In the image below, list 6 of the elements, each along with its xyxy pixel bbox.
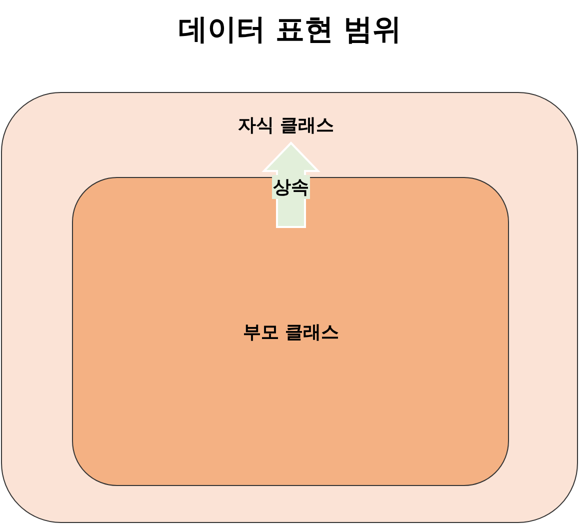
title: 데이터 표현 범위 bbox=[178, 11, 402, 48]
edge-label: 상속 bbox=[272, 175, 310, 199]
box-label: 자식 클래스 bbox=[238, 114, 334, 137]
outer-rounded-box bbox=[1, 92, 578, 523]
inner-rounded-box bbox=[72, 177, 509, 486]
box-label: 부모 클래스 bbox=[242, 321, 340, 344]
